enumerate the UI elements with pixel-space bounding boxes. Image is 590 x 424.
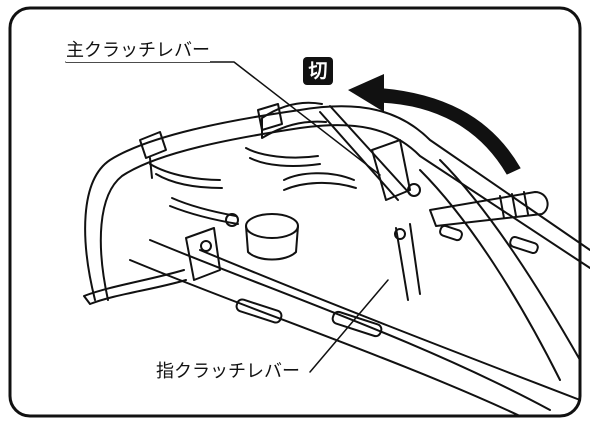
- right-rail-1: [419, 169, 561, 381]
- left-clamp: [139, 131, 167, 179]
- figure-frame: [8, 6, 582, 418]
- handlebar-tube-inner: [99, 124, 590, 301]
- right-grip: [429, 191, 549, 227]
- lower-clamp: [185, 227, 221, 281]
- main-clutch-lever-label: 主クラッチレバー: [66, 40, 210, 62]
- leader-main-clutch: [65, 61, 381, 176]
- cable-cylinder-4: [509, 235, 539, 255]
- off-badge: 切: [303, 57, 333, 85]
- right-grip-ribs: [499, 191, 529, 219]
- main-clutch-lever: [319, 105, 411, 201]
- leader-finger-clutch: [309, 279, 389, 373]
- tank-top: [245, 213, 299, 239]
- bolt-2: [407, 183, 421, 197]
- finger-clutch-lever-label: 指クラッチレバー: [156, 361, 300, 383]
- tank-body: [245, 225, 299, 261]
- finger-clutch-lever: [83, 269, 187, 305]
- lever-right-top: [283, 172, 357, 191]
- handlebar-tube: [84, 105, 590, 301]
- cable-cylinder-3: [439, 224, 463, 242]
- center-clamp: [257, 103, 283, 131]
- lower-rail-2: [149, 239, 551, 411]
- right-rail-2: [439, 159, 581, 361]
- lower-rail-1: [129, 259, 521, 417]
- bolt-4: [200, 240, 212, 252]
- lower-rail-3: [199, 249, 581, 401]
- lever-left-top: [149, 163, 223, 189]
- lever-center-top: [245, 147, 321, 167]
- right-clamp: [371, 139, 411, 201]
- cable-cylinder-1: [235, 298, 283, 324]
- bolt-3: [394, 228, 406, 240]
- bolt-1: [225, 213, 239, 227]
- curved-arrow-icon: [348, 74, 521, 175]
- finger-lever-bracket: [395, 223, 421, 301]
- cable-cylinder-2: [331, 310, 383, 338]
- lever-mid: [169, 197, 239, 225]
